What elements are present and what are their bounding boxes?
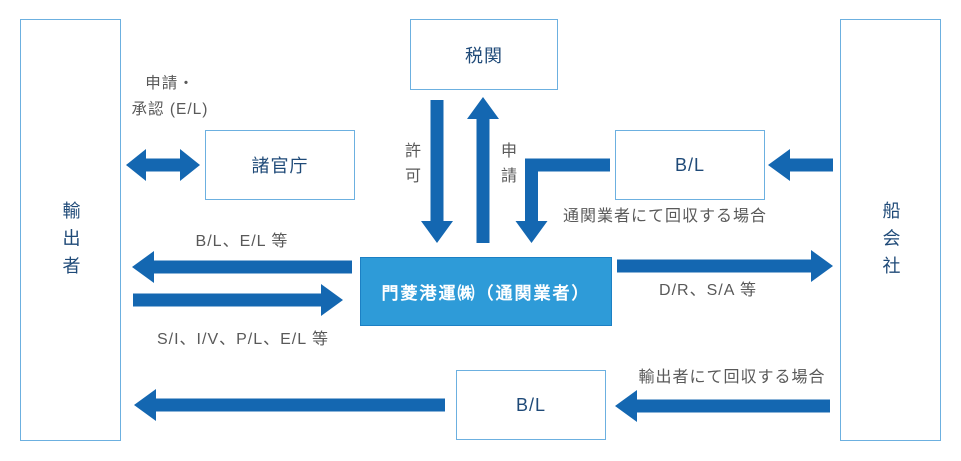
customs-broker-label: 門菱港運㈱（通関業者） (381, 284, 591, 303)
bl-top-node: B/L (615, 130, 765, 200)
arrow-broker-to-exporter (132, 251, 352, 283)
arrow-bl-bottom-to-exporter (134, 389, 445, 421)
collected-by-exporter-label: 輸出者にて回収する場合 (638, 369, 826, 386)
exporter-label: 輸出者 (60, 201, 81, 284)
application-approval-label: 申請・ 承認 (E/L) (115, 71, 225, 123)
application-approval-line-2: 承認 (E/L) (131, 101, 209, 118)
bl-bottom-label: B/L (515, 394, 547, 415)
arrow-exporter-authorities-bidirectional (126, 149, 200, 181)
authorities-label: 諸官庁 (251, 156, 309, 176)
shipping-company-node: 船会社 (840, 19, 941, 441)
arrow-customs-permit-down (421, 100, 453, 243)
docs-to-exporter-label: B/L、E/L 等 (195, 233, 289, 250)
customs-label: 税関 (465, 45, 503, 66)
arrow-exporter-to-broker (133, 284, 343, 316)
bl-bottom-node: B/L (456, 370, 606, 440)
exporter-node: 輸出者 (20, 19, 121, 441)
arrow-customs-application-up (467, 97, 499, 243)
application-label: 申請 (498, 142, 515, 192)
bl-top-label: B/L (674, 154, 706, 175)
shipping-company-label: 船会社 (880, 201, 901, 284)
arrow-carrier-to-bl-top (768, 149, 833, 181)
docs-from-exporter-label: S/I、I/V、P/L、E/L 等 (156, 331, 329, 348)
customs-broker-node: 門菱港運㈱（通関業者） (360, 257, 612, 326)
customs-node: 税関 (410, 19, 558, 90)
arrow-carrier-to-bl-bottom (615, 390, 830, 422)
collected-by-broker-label: 通関業者にて回収する場合 (562, 208, 767, 225)
permit-label: 許可 (402, 142, 419, 192)
docs-to-carrier-label: D/R、S/A 等 (659, 282, 757, 299)
arrow-broker-to-carrier (617, 250, 833, 282)
arrow-bl-to-broker-elbow (515, 158, 610, 243)
authorities-node: 諸官庁 (205, 130, 355, 200)
application-approval-line-1: 申請・ (145, 75, 195, 92)
